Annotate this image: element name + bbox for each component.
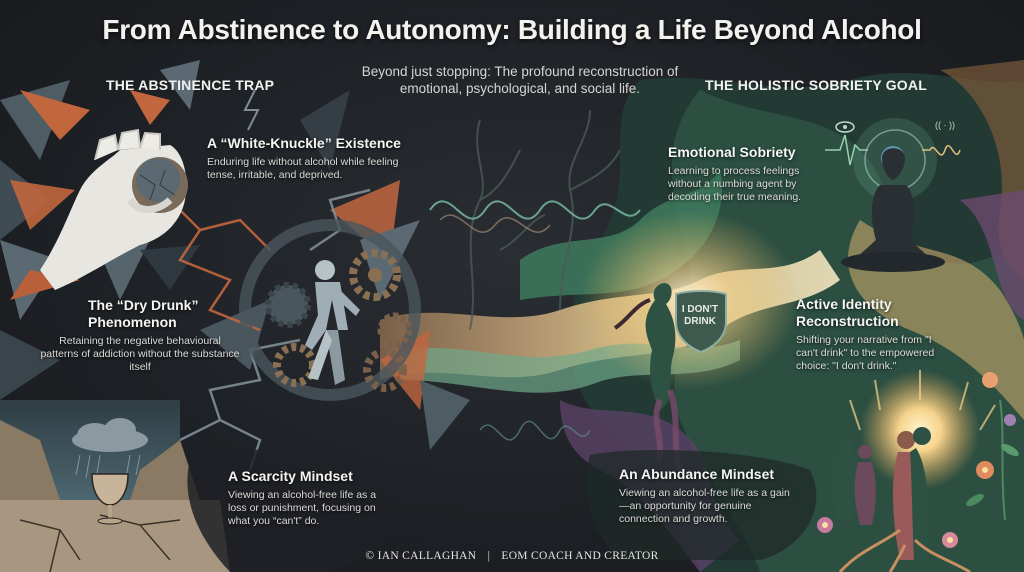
abundance-mindset-block: An Abundance Mindset Viewing an alcohol-… (619, 466, 794, 526)
footer-credit: © IAN CALLAGHAN | EOM COACH AND CREATOR (0, 550, 1024, 562)
clenched-fist-illustration (40, 128, 188, 290)
shield-line-1: I DON'T (681, 304, 719, 315)
dry-drunk-title: The “Dry Drunk” Phenomenon (88, 297, 199, 330)
abundance-mindset-description: Viewing an alcohol-free life as a gain—a… (619, 487, 790, 525)
dry-drunk-block: The “Dry Drunk” Phenomenon Retaining the… (40, 297, 240, 374)
scarcity-mindset-block: A Scarcity Mindset Viewing an alcohol-fr… (228, 468, 388, 528)
emotional-sobriety-block: Emotional Sobriety Learning to process f… (668, 144, 833, 204)
white-knuckle-block: A “White-Knuckle” Existence Enduring lif… (207, 135, 407, 182)
subtitle: Beyond just stopping: The profound recon… (361, 64, 679, 96)
embracing-couple-illustration (817, 370, 1019, 572)
empty-chalice-illustration (0, 400, 230, 572)
abundance-mindset-title: An Abundance Mindset (619, 466, 775, 482)
footer-author: © IAN CALLAGHAN (365, 550, 477, 562)
identity-reconstruction-block: Active Identity Reconstruction Shifting … (796, 296, 956, 373)
dry-drunk-description: Retaining the negative behavioural patte… (40, 335, 240, 373)
white-knuckle-description: Enduring life without alcohol while feel… (207, 156, 399, 181)
emotional-sobriety-title: Emotional Sobriety (668, 144, 796, 160)
scarcity-mindset-description: Viewing an alcohol-free life as a loss o… (228, 489, 377, 527)
footer-role: EOM COACH AND CREATOR (501, 550, 659, 562)
meditating-figure-illustration: (( · )) (825, 118, 961, 272)
shield-line-2: DRINK (684, 316, 716, 327)
shield-shape (675, 290, 727, 354)
svg-text:(( · )): (( · )) (935, 120, 955, 130)
footer-separator: | (487, 550, 491, 562)
abstinence-trap-heading: THE ABSTINENCE TRAP (106, 77, 275, 93)
identity-reconstruction-title: Active Identity Reconstruction (796, 296, 899, 329)
shield-icon: I DON'T DRINK (678, 304, 722, 328)
gear-figure-illustration (239, 219, 421, 401)
scarcity-mindset-title: A Scarcity Mindset (228, 468, 353, 484)
identity-reconstruction-description: Shifting your narrative from "I can't dr… (796, 334, 935, 372)
white-knuckle-title: A “White-Knuckle” Existence (207, 135, 401, 151)
page-title: From Abstinence to Autonomy: Building a … (102, 14, 922, 45)
emotional-sobriety-description: Learning to process feelings without a n… (668, 165, 802, 203)
holistic-sobriety-heading: THE HOLISTIC SOBRIETY GOAL (705, 77, 927, 93)
